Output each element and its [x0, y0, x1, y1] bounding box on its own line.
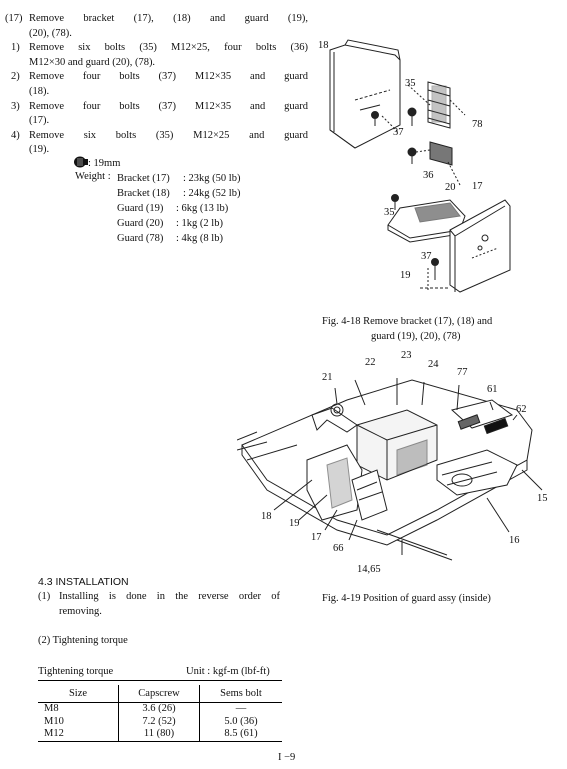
figure-4-18-caption-1: Fig. 4-18 Remove bracket (17), (18) and [322, 316, 493, 327]
callout-77: 77 [457, 367, 468, 378]
callout-18-inside: 18 [261, 511, 272, 522]
step-number: 2) [11, 71, 20, 83]
callout-16: 16 [509, 535, 520, 546]
table-cell: 7.2 (52) [118, 715, 200, 728]
column-header: Size [38, 685, 119, 703]
weights-list: Bracket (17) : 23kg (50 lb) Bracket (18):… [117, 171, 240, 246]
callout-20: 20 [445, 182, 456, 193]
procedure-heading: (17) Remove bracket (17), (18) and guard… [5, 12, 308, 41]
step-number: 4) [11, 129, 20, 141]
weight-part: Guard (78) [117, 233, 164, 244]
weight-value: : 6kg (13 lb) [176, 203, 229, 214]
table-cell: M12 [38, 728, 119, 741]
heading-number: (17) [5, 13, 23, 24]
step-line-2: (17). [29, 115, 50, 127]
socket-wrench-icon [74, 156, 88, 168]
callout-61: 61 [487, 384, 498, 395]
callout-37-lower: 37 [421, 251, 432, 262]
table-cell: M8 [38, 702, 119, 716]
tool-size-text: : 19mm [88, 158, 121, 169]
callout-19: 19 [400, 270, 411, 281]
figure-4-19-drawing [237, 378, 543, 561]
figure-4-18-caption-2: guard (19), (20), (78) [371, 331, 461, 342]
weight-value: : 4kg (8 lb) [176, 233, 223, 244]
step-2: 2) Remove four bolts (37) M12×35 and gua… [5, 70, 308, 99]
table-row: M10 7.2 (52) 5.0 (36) [38, 715, 282, 728]
callout-17-inside: 17 [311, 532, 322, 543]
table-cell: 3.6 (26) [118, 702, 200, 716]
weight-value: : 1kg (2 lb) [176, 218, 223, 229]
step-number: 3) [11, 100, 20, 112]
installation-item-1-number: (1) [38, 591, 51, 602]
weight-row: Guard (20) : 1kg (2 lb) [117, 216, 240, 231]
weight-part: Guard (20) [117, 218, 164, 229]
removal-procedure: (17) Remove bracket (17), (18) and guard… [5, 12, 308, 158]
weight-part: Bracket (18) [117, 188, 170, 199]
step-line-2: M12×30 and guard (20), (78). [29, 56, 156, 68]
table-row: M12 11 (80) 8.5 (61) [38, 728, 282, 741]
weight-row: Guard (19) : 6kg (13 lb) [117, 201, 240, 216]
figure-4-19-caption: Fig. 4-19 Position of guard assy (inside… [322, 593, 491, 604]
weight-label: Weight : [75, 171, 111, 182]
weight-row: Guard (78) : 4kg (8 lb) [117, 231, 240, 246]
weight-value: : 24kg (52 lb) [183, 188, 241, 199]
page-number: I −9 [278, 752, 296, 763]
weight-row: Bracket (17) : 23kg (50 lb) [117, 171, 240, 186]
callout-21: 21 [322, 372, 333, 383]
callout-19-inside: 19 [289, 518, 300, 529]
table-cell: M10 [38, 715, 119, 728]
table-cell: 8.5 (61) [224, 728, 258, 739]
callout-17: 17 [472, 181, 483, 192]
heading-line-1: Remove bracket (17), (18) and guard (19)… [29, 13, 308, 24]
callout-15: 15 [537, 493, 548, 504]
step-line-1: Remove six bolts (35) M12×25, four bolts… [29, 42, 308, 54]
table-row: M8 3.6 (26) — [38, 702, 282, 716]
table-top-rule [38, 680, 282, 681]
callout-36: 36 [423, 170, 434, 181]
weight-row: Bracket (18) : 24kg (52 lb) [117, 186, 240, 201]
table-header-row: Size Capscrew Sems bolt [38, 685, 282, 703]
installation-heading: 4.3 INSTALLATION [38, 576, 129, 588]
callout-18: 18 [318, 40, 329, 51]
callout-78: 78 [472, 119, 483, 130]
step-1: 1) Remove six bolts (35) M12×25, four bo… [5, 41, 308, 70]
step-line-1: Remove four bolts (37) M12×35 and guard [29, 71, 308, 83]
callout-14-65: 14,65 [357, 564, 381, 575]
tool-size: : 19mm [74, 156, 120, 169]
callout-22: 22 [365, 357, 376, 368]
step-number: 1) [11, 42, 20, 54]
step-3: 3) Remove four bolts (37) M12×35 and gua… [5, 100, 308, 129]
step-line-1: Remove four bolts (37) M12×35 and guard [29, 100, 308, 112]
step-4: 4) Remove six bolts (35) M12×25 and guar… [5, 129, 308, 158]
weight-value: : 23kg (50 lb) [183, 173, 241, 184]
installation-item-2: (2) Tightening torque [38, 635, 128, 646]
table-cell: 11 (80) [118, 728, 200, 741]
figure-4-18-drawing [329, 39, 511, 293]
heading-line-2: (20), (78). [29, 27, 72, 39]
weight-part: Guard (19) [117, 203, 164, 214]
installation-item-1-line-2: removing. [59, 606, 102, 617]
torque-table-unit: Unit : kgf-m (lbf-ft) [186, 666, 270, 677]
torque-table-title: Tightening torque [38, 666, 114, 677]
callout-66: 66 [333, 543, 344, 554]
callout-35: 35 [405, 78, 416, 89]
step-line-2: (18). [29, 85, 50, 97]
column-header: Capscrew [118, 685, 200, 703]
step-line-1: Remove six bolts (35) M12×25 and guard [29, 129, 308, 141]
table-cell: 5.0 (36) [224, 715, 258, 727]
callout-24: 24 [428, 359, 439, 370]
column-header: Sems bolt [199, 685, 282, 703]
callout-62: 62 [516, 404, 527, 415]
callout-37: 37 [393, 127, 404, 138]
table-cell: — [235, 703, 247, 714]
torque-table: Size Capscrew Sems bolt M8 3.6 (26) — M1… [38, 685, 282, 742]
installation-item-1-line-1: Installing is done in the reverse order … [59, 591, 280, 602]
callout-35-lower: 35 [384, 207, 395, 218]
weight-part: Bracket (17) [117, 173, 170, 184]
step-line-2: (19). [29, 144, 50, 156]
callout-23: 23 [401, 350, 412, 361]
